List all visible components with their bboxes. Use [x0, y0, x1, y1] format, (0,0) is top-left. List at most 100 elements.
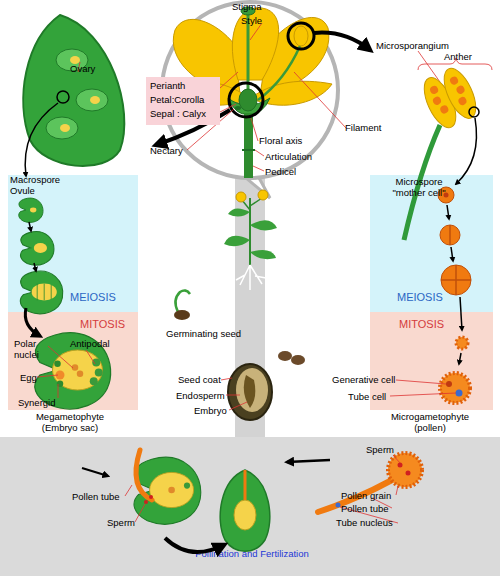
- flower-petals: [260, 17, 329, 95]
- part-label: Articulation: [265, 151, 312, 162]
- part-label: Seed coat: [178, 374, 221, 385]
- meiosis-band: MEIOSIS: [370, 175, 493, 312]
- part-label: Nectary: [150, 145, 183, 156]
- fertilization-band: Pollination and Fertilization: [0, 437, 500, 576]
- anther-enlarged: [418, 73, 463, 132]
- ovary-enlarged: [76, 89, 108, 111]
- plant: [258, 190, 268, 200]
- ovary-enlarged: [90, 96, 100, 104]
- flower-pistil: [228, 98, 270, 114]
- anther-enlarged: [418, 64, 483, 132]
- part-label: Megametophyte (Embryo sac): [28, 411, 112, 433]
- stage-title: Pollination and Fertilization: [2, 548, 500, 560]
- flower-pistil: [294, 26, 308, 46]
- perianth-box: PerianthPetal:CorollaSepal : Calyx: [146, 77, 220, 125]
- leader-line: [221, 378, 232, 380]
- mitosis-band: MITOSIS: [8, 312, 138, 410]
- plant: [249, 198, 251, 265]
- seed: [228, 364, 272, 420]
- magnifier-circle: [246, 176, 270, 198]
- flower-pistil: [288, 23, 314, 49]
- leader-line: [226, 395, 240, 396]
- flower-pistil: [229, 83, 263, 117]
- ovary-enlarged: [23, 15, 124, 166]
- part-label: Ovary: [70, 63, 95, 74]
- leader-line: [220, 72, 238, 88]
- anther-enlarged: [455, 84, 466, 95]
- zoom-arrow: [314, 33, 370, 50]
- part-label: Floral axis: [259, 135, 302, 146]
- leader-line: [187, 23, 492, 171]
- flower-pistil: [258, 46, 300, 100]
- part-label: Style: [241, 15, 262, 26]
- ovary-enlarged: [23, 15, 124, 176]
- anther-enlarged: [439, 104, 450, 115]
- anther-enlarged: [449, 75, 460, 86]
- leader-line: [221, 378, 247, 410]
- seed: [174, 290, 305, 420]
- plant: [242, 198, 262, 210]
- part-label: Anther: [444, 51, 472, 62]
- anther-enlarged: [457, 96, 468, 107]
- seed: [174, 310, 190, 320]
- plant: [224, 236, 250, 246]
- part-name: Petal:Corolla: [150, 94, 204, 106]
- plant: [224, 190, 277, 290]
- flower-pistil: [239, 89, 257, 111]
- seed: [291, 355, 305, 365]
- anther-enlarged: [432, 95, 443, 106]
- plant: [236, 265, 266, 290]
- ovary-enlarged: [60, 124, 70, 132]
- anther-enlarged: [429, 85, 440, 96]
- leader-line: [418, 51, 440, 82]
- center-band: [235, 178, 265, 437]
- ovary-enlarged: [70, 56, 80, 64]
- ovary-enlarged: [78, 62, 80, 72]
- part-label: Microgametophyte (pollen): [383, 411, 477, 433]
- seed: [175, 290, 190, 312]
- ovary-enlarged: [46, 117, 78, 139]
- flower-pistil: [241, 7, 255, 15]
- ovary-enlarged: [57, 91, 69, 103]
- ovary-enlarged: [25, 103, 58, 176]
- stage-title: MITOSIS: [80, 318, 125, 330]
- part-label: Filament: [345, 122, 381, 133]
- seed: [244, 375, 256, 408]
- leader-line: [253, 166, 264, 171]
- seed: [236, 368, 268, 412]
- leader-line: [251, 118, 258, 141]
- mitosis-band: MITOSIS: [370, 312, 493, 410]
- leader-line: [229, 402, 247, 410]
- stage-title: MITOSIS: [399, 318, 444, 330]
- center-band: [235, 178, 265, 437]
- plant: [236, 192, 246, 202]
- plant: [250, 220, 277, 230]
- flower-pistil: [242, 149, 255, 151]
- plant: [250, 250, 276, 259]
- flower-petals: [255, 81, 332, 105]
- meiosis-band: MEIOSIS: [8, 175, 138, 312]
- leader-line: [418, 58, 492, 70]
- stage-title: MEIOSIS: [70, 291, 116, 303]
- leader-line: [250, 23, 262, 40]
- part-name: Sepal : Calyx: [150, 108, 206, 120]
- leader-line: [220, 104, 236, 112]
- part-label: Pedicel: [265, 166, 296, 177]
- part-heading: Perianth: [150, 80, 185, 92]
- stage-title: MEIOSIS: [397, 291, 443, 303]
- part-label: Microsporangium: [376, 40, 449, 51]
- ovary-enlarged: [56, 49, 88, 71]
- leader-line: [255, 150, 264, 156]
- part-label: Endosperm: [176, 390, 225, 401]
- seed: [278, 351, 292, 361]
- flower-petals: [232, 8, 278, 80]
- flower-pistil: [228, 7, 314, 178]
- plant: [228, 208, 250, 216]
- anther-enlarged: [438, 64, 483, 123]
- part-label: Stigma: [232, 1, 262, 12]
- flower-pistil: [235, 106, 241, 110]
- anther-enlarged: [469, 107, 479, 117]
- part-label: Germinating seed: [166, 328, 241, 339]
- flower-pistil: [247, 14, 250, 92]
